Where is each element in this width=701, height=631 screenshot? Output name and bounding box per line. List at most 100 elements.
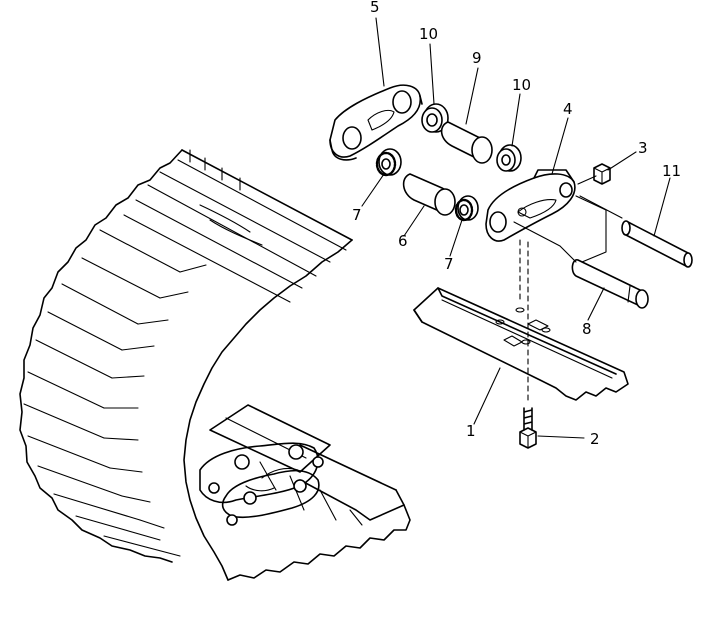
link-bolt-circle — [208, 482, 220, 494]
part-5-hole — [342, 126, 362, 150]
part-1-hole — [515, 307, 525, 313]
part-4-outline — [485, 173, 576, 242]
top-shoe-line — [123, 214, 291, 303]
track-assembly — [19, 149, 411, 581]
alignment-line — [579, 195, 623, 219]
part-11-outline — [683, 252, 693, 268]
shoe-rib — [53, 493, 141, 521]
callout-11: 11 — [662, 162, 681, 180]
shoe-rib — [81, 257, 161, 299]
alignment-line — [577, 175, 597, 185]
callout-7b: 7 — [444, 255, 454, 273]
part-3-nut — [593, 163, 611, 185]
part-1-track-shoe — [413, 287, 629, 401]
part-10-seal-right — [496, 144, 522, 172]
callout-3: 3 — [638, 139, 648, 157]
link-detail — [245, 467, 299, 492]
part-11-outline — [621, 220, 631, 236]
callout-10a: 10 — [419, 25, 438, 43]
shoe-rib — [61, 283, 139, 325]
part-6-bushing — [402, 173, 456, 216]
part-2-outline — [519, 431, 537, 449]
bottom-shoe-front — [227, 489, 411, 581]
top-shoe-line — [135, 199, 303, 289]
top-shoe-left-edge — [181, 149, 353, 241]
part-1-hole — [503, 335, 523, 347]
part-10-seal-top — [421, 103, 449, 133]
part-10-seal-outline — [426, 113, 438, 127]
part-5-link-plate — [329, 84, 423, 161]
bottom-link — [199, 442, 319, 504]
shoe-rib — [99, 229, 181, 273]
part-8-outline — [571, 259, 647, 307]
part-7-seal-right — [454, 195, 479, 222]
link-bolt-circle — [312, 456, 324, 468]
part-4-detail — [517, 199, 557, 219]
leader-7a — [361, 173, 385, 207]
part-5-hole — [392, 90, 412, 114]
shoe-rib — [27, 435, 111, 469]
part-1-hole — [541, 327, 551, 333]
part-8-outline — [635, 289, 649, 309]
part-10-seal-outline — [501, 154, 511, 166]
leader-2 — [537, 435, 585, 439]
top-shoe-line — [199, 204, 251, 233]
part-4-detail — [517, 207, 527, 217]
alignment-line — [513, 221, 577, 263]
callout-10b: 10 — [512, 76, 531, 94]
callout-5: 5 — [370, 0, 380, 16]
shoe-rib — [23, 403, 105, 439]
shoe-rib — [75, 515, 161, 541]
part-1-outline — [413, 287, 629, 401]
part-1-outline — [413, 287, 617, 375]
part-4-hole — [489, 211, 507, 233]
part-7-seal-outline — [381, 158, 391, 170]
callout-4: 4 — [563, 100, 573, 118]
leader-4 — [551, 117, 569, 175]
link-bolt-circle — [226, 514, 238, 526]
inner-band-line — [103, 264, 207, 529]
callout-1: 1 — [466, 422, 476, 440]
shoe-rib — [35, 339, 113, 379]
leader-10b — [511, 93, 521, 147]
leader-1 — [473, 367, 501, 425]
part-1-outline — [441, 299, 613, 379]
callouts: 5 10 9 10 4 3 11 7 6 7 8 1 2 — [352, 0, 681, 448]
part-8-pin — [571, 259, 649, 309]
shoe-rib — [37, 465, 123, 497]
part-8-outline — [627, 285, 631, 303]
part-7-seal-outline — [454, 198, 474, 222]
leader-3 — [607, 151, 637, 171]
leader-10a — [429, 43, 435, 105]
leader-9 — [465, 67, 479, 125]
part-1-hole — [527, 319, 549, 331]
bottom-shoe-plate — [209, 404, 331, 473]
leader-5 — [375, 17, 385, 87]
part-5-detail — [367, 109, 395, 131]
leader-11 — [653, 177, 671, 237]
part-6-outline — [434, 188, 456, 216]
track-outer-edge — [19, 149, 183, 563]
callout-9: 9 — [472, 49, 482, 67]
link-pin-circle — [243, 491, 257, 505]
part-4-link-plate — [485, 169, 576, 242]
leader-8 — [587, 287, 605, 321]
callout-7a: 7 — [352, 206, 362, 224]
alignment-lines — [513, 175, 623, 401]
part-3-outline — [593, 167, 611, 185]
callout-6: 6 — [398, 232, 408, 250]
leader-7b — [449, 219, 463, 257]
shoe-rib — [103, 535, 181, 557]
part-7-seal-outline — [375, 151, 397, 177]
part-2-bolt — [519, 407, 537, 449]
part-9-bushing — [440, 121, 493, 164]
part-2-outline — [523, 407, 533, 431]
top-shoe-line — [177, 159, 347, 251]
part-1-hole — [495, 319, 505, 325]
bottom-shoe-line — [259, 461, 363, 526]
top-shoe-line — [147, 184, 317, 277]
link-pin-circle — [293, 479, 307, 493]
top-shoe-line — [159, 171, 331, 263]
